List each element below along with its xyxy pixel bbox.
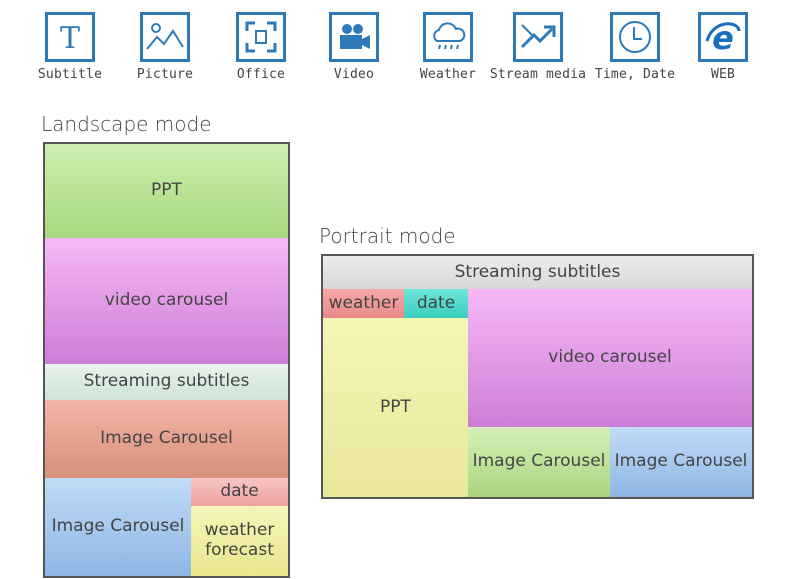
video-camera-icon bbox=[329, 12, 379, 62]
tool-subtitle-label: Subtitle bbox=[37, 67, 103, 82]
landscape-image-carousel-zone[interactable]: Image Carousel bbox=[45, 400, 288, 478]
tool-stream-media[interactable]: Stream media bbox=[488, 12, 588, 82]
tool-web[interactable]: e WEB bbox=[673, 12, 773, 82]
portrait-image-carousel-left-zone[interactable]: Image Carousel bbox=[468, 427, 610, 497]
tool-weather[interactable]: Weather bbox=[398, 12, 498, 82]
portrait-weather-zone[interactable]: weather bbox=[323, 289, 404, 318]
stream-arrows-icon bbox=[513, 12, 563, 62]
tool-office[interactable]: Office bbox=[211, 12, 311, 82]
landscape-date-zone[interactable]: date bbox=[191, 478, 288, 506]
office-icon bbox=[236, 12, 286, 62]
tool-web-label: WEB bbox=[710, 67, 736, 82]
landscape-streaming-subtitles-zone[interactable]: Streaming subtitles bbox=[45, 364, 288, 400]
tool-weather-label: Weather bbox=[419, 67, 477, 82]
weather-cloud-icon bbox=[423, 12, 473, 62]
landscape-weather-forecast-zone[interactable]: weather forecast bbox=[191, 506, 288, 576]
browser-e-icon: e bbox=[698, 12, 748, 62]
landscape-video-carousel-zone[interactable]: video carousel bbox=[45, 238, 288, 364]
tool-office-label: Office bbox=[236, 67, 286, 82]
tool-picture[interactable]: Picture bbox=[115, 12, 215, 82]
portrait-frame: Streaming subtitles weather date PPT vid… bbox=[321, 254, 754, 499]
tool-time-date[interactable]: Time, Date bbox=[585, 12, 685, 82]
text-icon: T bbox=[45, 12, 95, 62]
portrait-mode-title: Portrait mode bbox=[319, 224, 456, 248]
landscape-ppt-zone[interactable]: PPT bbox=[45, 144, 288, 238]
landscape-image-carousel-small-zone[interactable]: Image Carousel bbox=[45, 478, 191, 576]
picture-icon bbox=[140, 12, 190, 62]
tool-picture-label: Picture bbox=[136, 67, 194, 82]
tool-video-label: Video bbox=[333, 67, 375, 82]
tool-time-date-label: Time, Date bbox=[594, 67, 676, 82]
tool-video[interactable]: Video bbox=[304, 12, 404, 82]
landscape-frame: PPT video carousel Streaming subtitles I… bbox=[43, 142, 290, 578]
tool-stream-media-label: Stream media bbox=[489, 67, 587, 82]
svg-text:e: e bbox=[712, 19, 734, 57]
portrait-date-zone[interactable]: date bbox=[404, 289, 468, 318]
clock-icon bbox=[610, 12, 660, 62]
landscape-mode-title: Landscape mode bbox=[41, 112, 212, 136]
portrait-image-carousel-right-zone[interactable]: Image Carousel bbox=[610, 427, 752, 497]
tool-subtitle[interactable]: T Subtitle bbox=[20, 12, 120, 82]
portrait-streaming-subtitles-zone[interactable]: Streaming subtitles bbox=[323, 256, 752, 289]
portrait-ppt-zone[interactable]: PPT bbox=[323, 318, 468, 497]
svg-text:T: T bbox=[60, 21, 80, 56]
portrait-video-carousel-zone[interactable]: video carousel bbox=[468, 289, 752, 427]
